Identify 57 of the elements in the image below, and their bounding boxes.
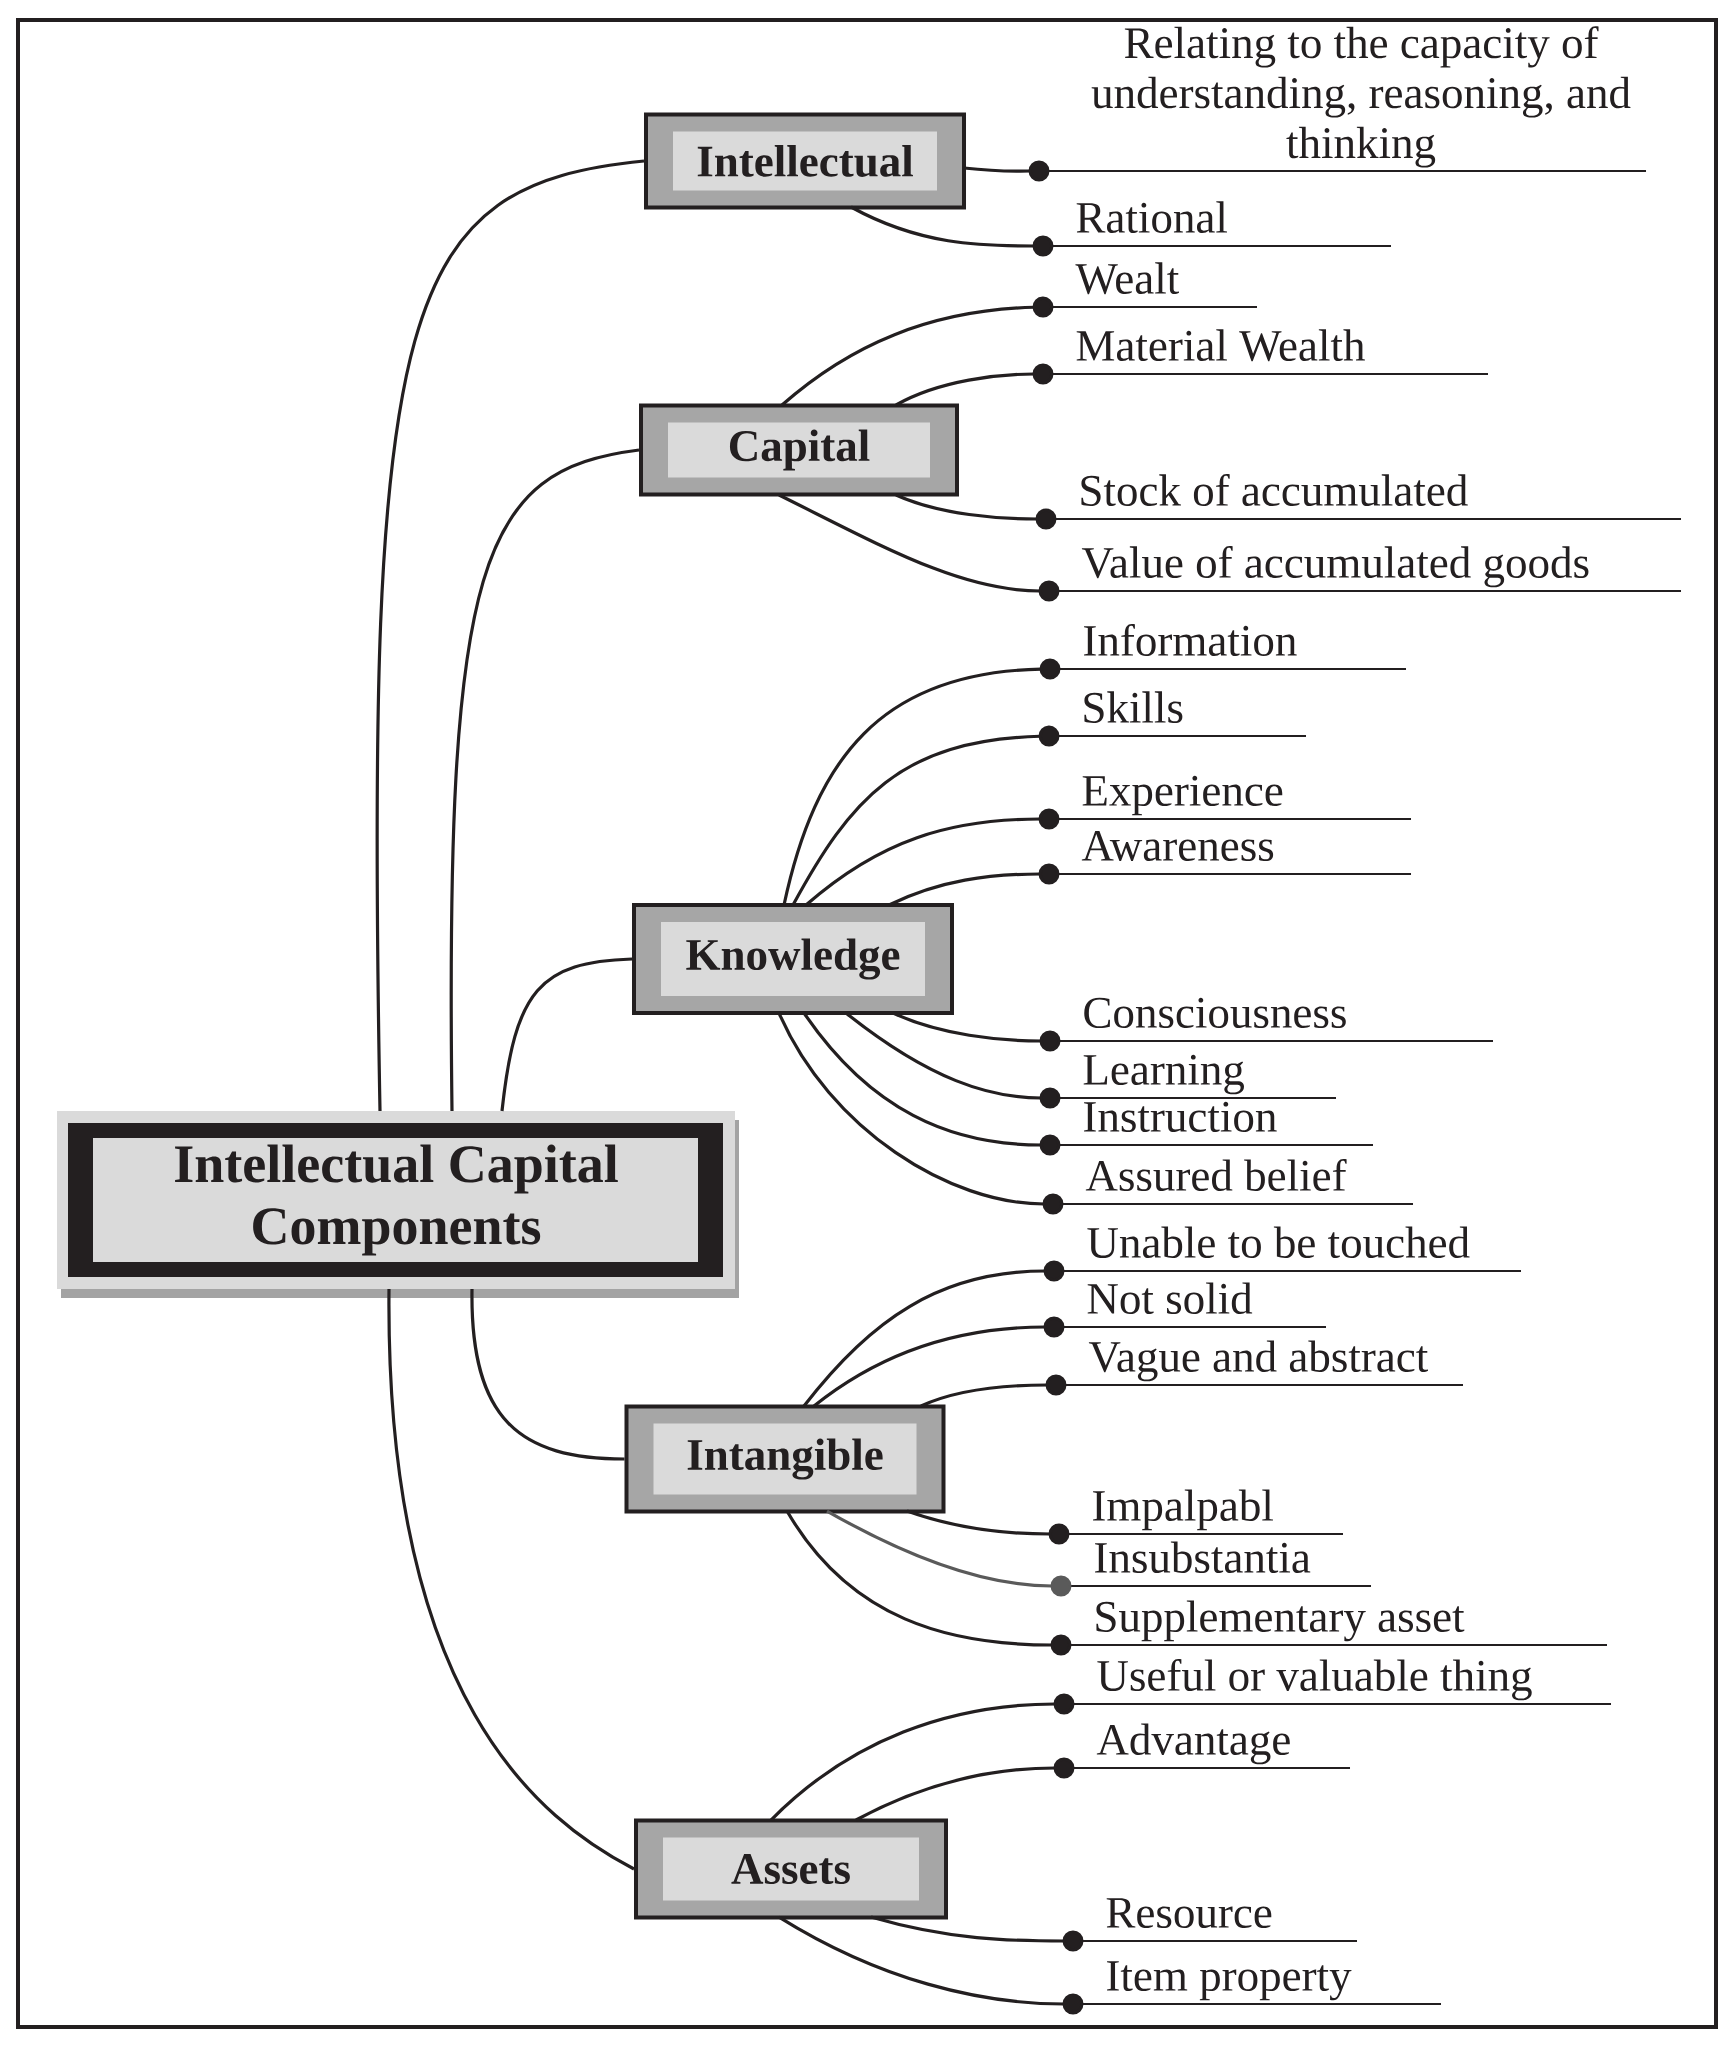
connector-line [387,1288,635,1871]
connector-line [500,957,633,1112]
underlined-label: Assured belief [1052,1158,1414,1205]
dot-connector [850,205,1054,257]
central-box: Intellectual Capital Components [57,1111,739,1298]
underlined-label: Wealt [1042,262,1258,308]
dot-connector [813,1316,1065,1408]
dot-connector [892,1011,1061,1052]
dot-connector [778,493,1060,602]
underlined-label: Not solid [1053,1282,1327,1328]
dot-connector [920,1374,1067,1408]
underlined-label: Learning [1049,1054,1337,1099]
underlined-label: Insubstantia [1060,1541,1372,1587]
dot-connector [895,363,1054,407]
underlined-label: Unable to be touched [1053,1226,1522,1272]
dot-connector [769,1693,1075,1822]
dot-connector [782,658,1061,906]
underlined-label: Item property [1072,1961,1442,2005]
underlined-label: Relating to the capacity of understanding, reasoning, and thinking [1038,26,1647,172]
underlined-label: Information [1049,623,1407,670]
dot-connector [855,1757,1075,1822]
category-box: Intangible [624,1404,946,1514]
underlined-label: Advantage [1063,1723,1351,1769]
dot-connector [777,1012,1064,1215]
underlined-label: Instruction [1049,1101,1374,1146]
dot-connector [895,493,1057,530]
dot-connector [791,725,1060,906]
underlined-label: Material Wealth [1042,329,1489,375]
category-box: Assets [634,1818,948,1920]
underlined-label: Consciousness [1049,997,1494,1042]
category-box: Intellectual [644,112,966,210]
underlined-label: Supplementary asset [1060,1600,1608,1646]
underlined-label: Awareness [1048,830,1412,875]
category-box: Capital [639,403,959,497]
connector-line [449,448,640,1112]
underlined-label: Vague and abstract [1055,1340,1464,1386]
underlined-label: Stock of accumulated [1045,473,1682,520]
dot-connector [780,296,1054,407]
dot-connector [778,1915,1084,2015]
underlined-label: Rational [1042,201,1392,247]
underlined-label: Skills [1048,691,1307,737]
dot-connector [963,160,1050,182]
dot-connector [888,863,1060,907]
connector-line [470,1288,625,1461]
category-box: Knowledge [632,903,954,1015]
dot-connector [802,1012,1061,1156]
dot-connector [826,1509,1072,1597]
dot-connector [906,1509,1070,1545]
underlined-label: Experience [1048,775,1412,820]
underlined-label: Resource [1072,1898,1358,1942]
underlined-label: Useful or valuable thing [1063,1658,1612,1705]
underlined-label: Value of accumulated goods [1048,545,1682,592]
dot-connector [870,1915,1084,1952]
connector-line [375,159,645,1112]
dot-connector [802,1260,1065,1407]
dot-connector [785,1510,1072,1656]
underlined-label: Impalpabl [1058,1489,1344,1535]
